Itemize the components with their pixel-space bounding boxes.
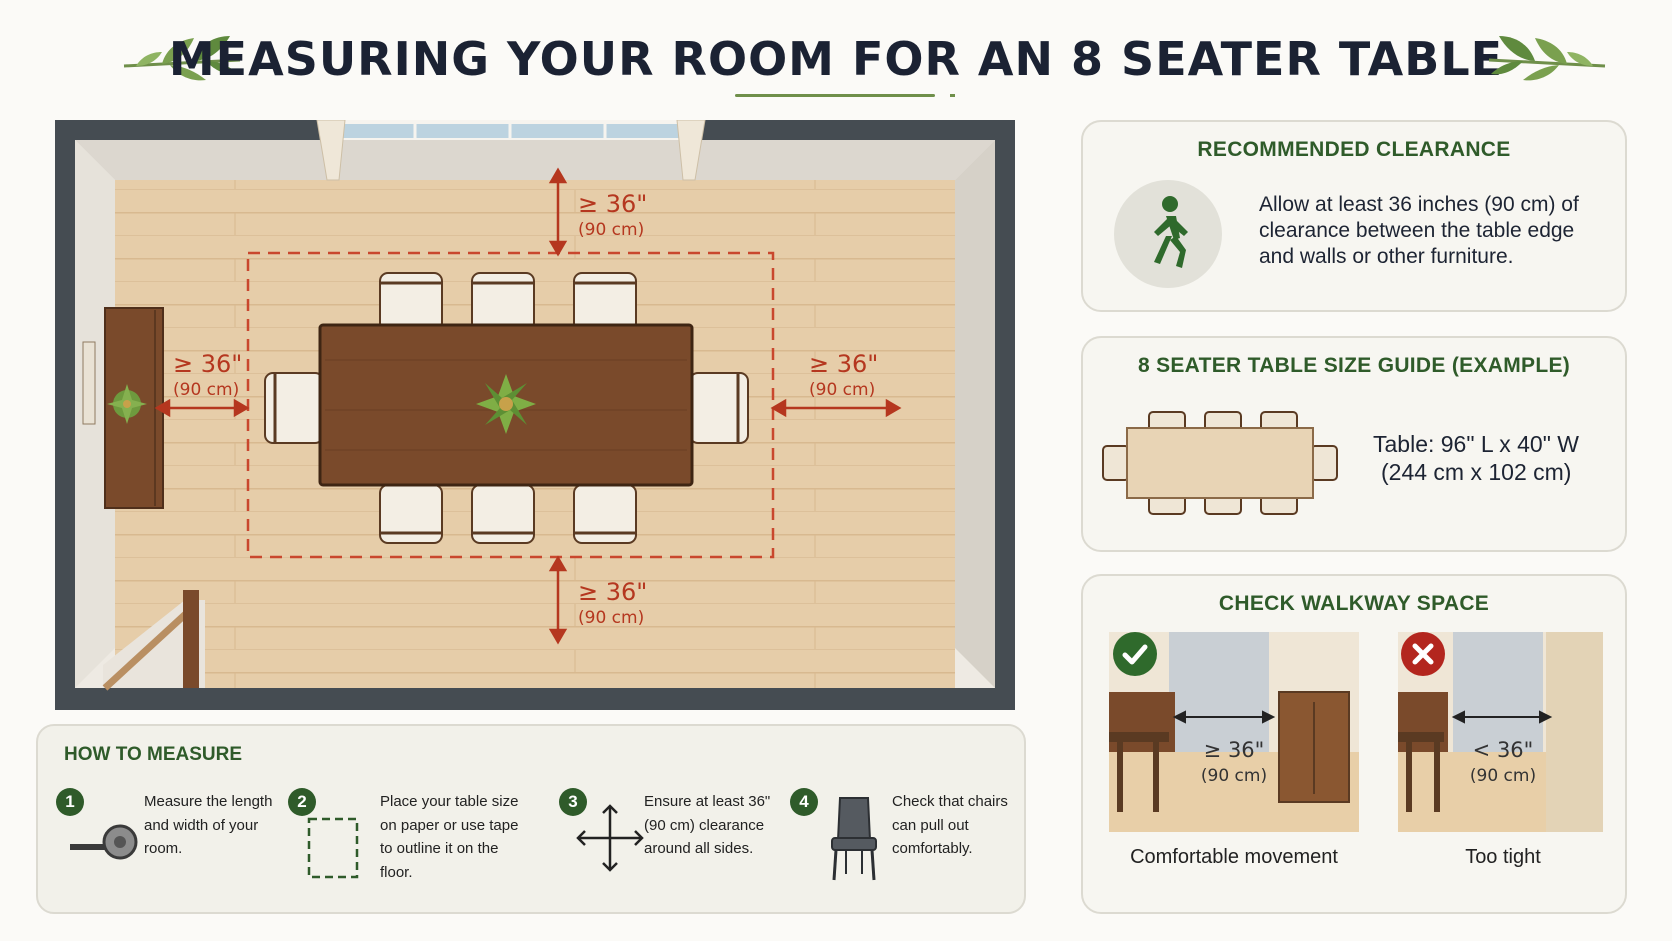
walker-circle bbox=[1114, 180, 1222, 288]
size-imperial: Table: 96" L x 40" W bbox=[1373, 431, 1579, 457]
size-guide-dimensions: Table: 96" L x 40" W (244 cm x 102 cm) bbox=[1373, 430, 1613, 486]
walkway-bad-measure: < 36" (90 cm) bbox=[1469, 738, 1537, 786]
size-guide-title: 8 SEATER TABLE SIZE GUIDE (EXAMPLE) bbox=[1137, 354, 1571, 377]
walkway-bad-label: Too tight bbox=[1465, 846, 1541, 868]
header: MEASURING YOUR ROOM FOR AN 8 SEATER TABL… bbox=[0, 22, 1672, 112]
leaf-sprig-icon bbox=[1488, 36, 1606, 81]
step-2-text: Place your table size on paper or use ta… bbox=[380, 793, 519, 881]
tape-measure-icon bbox=[70, 824, 138, 860]
walking-person-icon bbox=[1154, 196, 1188, 268]
floor-plan-drawing bbox=[55, 120, 1015, 710]
clearance-label-right: ≥ 36" (90 cm) bbox=[809, 350, 879, 400]
step-1-text: Measure the length and width of your roo… bbox=[144, 793, 273, 857]
title-underline bbox=[735, 94, 935, 97]
walkway-good-measure: ≥ 36" (90 cm) bbox=[1200, 738, 1268, 786]
step-2-number: 2 bbox=[288, 788, 316, 816]
size-metric: (244 cm x 102 cm) bbox=[1381, 459, 1572, 485]
step-4-number: 4 bbox=[790, 788, 818, 816]
walkway-good-illustration: ≥ 36" (90 cm) bbox=[1109, 632, 1359, 832]
recommended-clearance-title: RECOMMENDED CLEARANCE bbox=[1197, 138, 1511, 161]
chair-icon bbox=[831, 797, 877, 881]
walkway-good-label: Comfortable movement bbox=[1130, 846, 1338, 868]
recommended-clearance-card: RECOMMENDED CLEARANCE Allow at least 36 … bbox=[1081, 120, 1627, 312]
check-icon bbox=[1113, 632, 1157, 676]
how-to-measure-title: HOW TO MEASURE bbox=[64, 744, 243, 765]
step-4-text: Check that chairs can pull out comfortab… bbox=[892, 793, 1008, 857]
leaf-sprig-icon bbox=[123, 36, 241, 81]
four-way-arrows-icon bbox=[576, 804, 644, 872]
step-3-text: Ensure at least 36" (90 cm) clearance ar… bbox=[644, 793, 771, 857]
page-title: MEASURING YOUR ROOM FOR AN 8 SEATER TABL… bbox=[168, 32, 1504, 86]
walkway-bad-illustration: < 36" (90 cm) bbox=[1398, 632, 1603, 832]
clearance-label-top: ≥ 36" (90 cm) bbox=[578, 190, 648, 240]
table-size-guide-card: 8 SEATER TABLE SIZE GUIDE (EXAMPLE) Tabl… bbox=[1081, 336, 1627, 552]
recommended-clearance-body: Allow at least 36 inches (90 cm) of clea… bbox=[1259, 193, 1579, 268]
step-1-number: 1 bbox=[56, 788, 84, 816]
walkway-space-card: CHECK WALKWAY SPACE ≥ 36" (90 cm) Comfor… bbox=[1081, 574, 1627, 914]
room-floor-plan: ≥ 36" (90 cm) ≥ 36" (90 cm) ≥ 36" (90 cm… bbox=[55, 120, 1015, 710]
dashed-square-icon bbox=[307, 817, 359, 879]
title-underline-dot bbox=[950, 94, 955, 97]
step-3-number: 3 bbox=[559, 788, 587, 816]
walkway-title: CHECK WALKWAY SPACE bbox=[1218, 592, 1490, 615]
table-diagram bbox=[1102, 411, 1338, 515]
clearance-label-bottom: ≥ 36" (90 cm) bbox=[578, 578, 648, 628]
cross-icon bbox=[1401, 632, 1445, 676]
clearance-label-left: ≥ 36" (90 cm) bbox=[173, 350, 243, 400]
how-to-measure-panel: HOW TO MEASURE 1 Measure the length and … bbox=[36, 724, 1026, 914]
